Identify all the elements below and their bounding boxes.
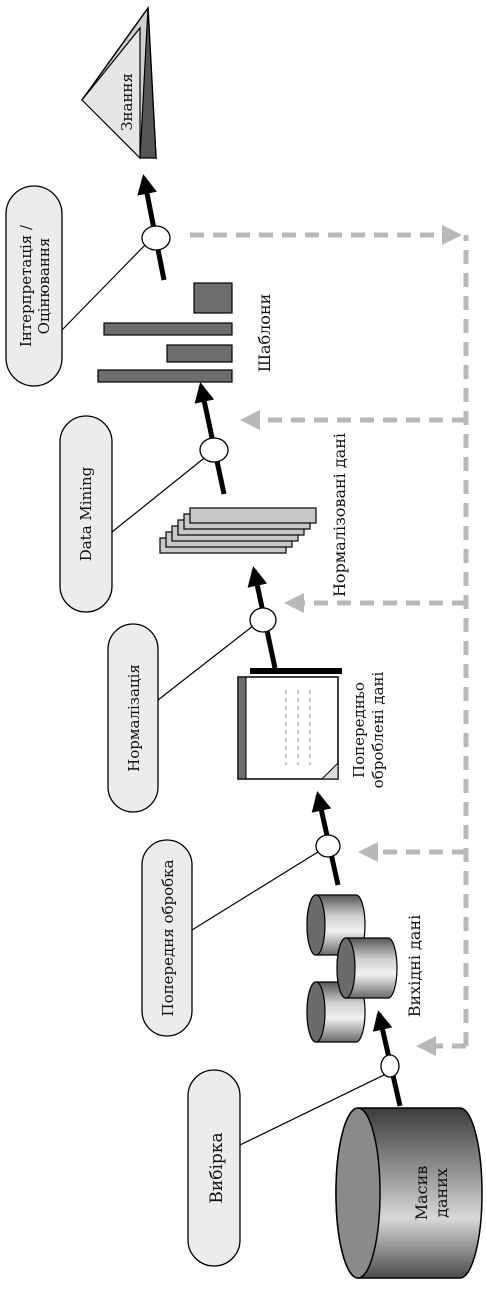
preprocessed-label-line2: оброблені дані [369,671,387,788]
stage-circles [141,225,400,1078]
stage-preprocessing-label: Попередня обробка [159,859,177,1016]
pattern-bar-mid [103,322,233,336]
data-mass-top [335,1107,381,1279]
circle-selection [380,1054,400,1078]
normalized-label: Нормалізовані дані [330,433,349,597]
connector-interpretation [61,243,147,331]
stage-interpretation-pill [5,185,63,387]
stage-selection: Вибірка [187,1069,241,1267]
connector-mining [111,454,209,533]
stage-normalization: Нормалізація [107,623,159,813]
normalized-data-stack: Нормалізовані дані [159,433,349,597]
circle-mining [199,437,229,463]
circle-normalization [249,607,277,633]
patterns-label: Шаблони [255,294,274,373]
connector-normalization [157,621,259,701]
stage-preprocessing: Попередня обробка [141,839,193,1037]
data-mass-label-line2: даних [432,1168,451,1218]
pill-connectors [61,243,385,1146]
patterns-bars: Шаблони [97,282,274,383]
pattern-bar-long [97,369,233,383]
pattern-square [193,282,233,314]
source-data-label: Вихідні дані [405,915,424,1017]
connector-preprocessing [191,846,327,931]
stage-selection-label: Вибірка [207,1132,227,1203]
stage-preprocessing-pill [141,839,193,1037]
stage-normalization-pill [107,623,159,813]
stage-interpretation-label-line2: Оцінювання [35,238,53,335]
feedback-lines [190,225,469,1056]
data-mass-cylinder: Масив даних [335,1107,483,1279]
stage-mining-pill [59,415,113,613]
stage-interpretation: Інтерпретація / Оцінювання [5,185,63,387]
connector-selection [239,1074,385,1146]
knowledge-pyramid: Знання [80,5,157,160]
source-data-cylinders: Вихідні дані [306,894,424,1043]
stage-mining: Data Mining [59,415,113,613]
circle-interpretation [141,225,171,251]
stage-interpretation-label-line1: Інтерпретація / [17,224,35,347]
knowledge-label: Знання [118,73,136,131]
stage-selection-pill [187,1069,241,1267]
pattern-bar-short [166,344,233,363]
stage-normalization-label: Нормалізація [125,664,143,772]
preprocessed-document: Попередньо оброблені дані [237,668,387,788]
preprocessed-label-line1: Попередньо [350,682,368,778]
source-cylinder-3 [336,937,398,999]
circle-preprocessing [315,834,341,858]
stage-mining-label: Data Mining [77,466,95,561]
data-mass-label-line1: Масив [412,1166,431,1221]
